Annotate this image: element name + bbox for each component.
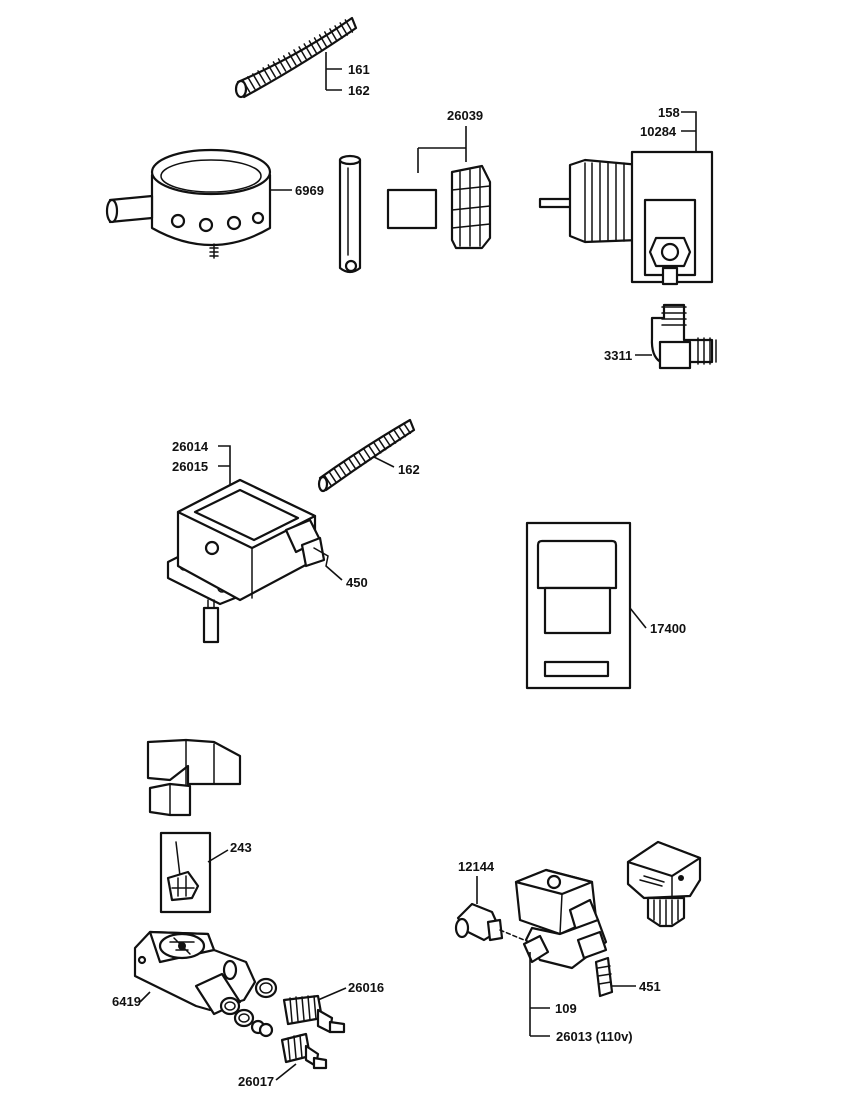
- valve-body-part-6419: [133, 930, 257, 1016]
- hose-coil-ridge: [272, 61, 282, 75]
- hose-coil-ridge: [338, 465, 347, 477]
- switch-box-part: [166, 478, 329, 644]
- ring-cup-part: [105, 148, 272, 259]
- hose-coil-ridge: [262, 67, 271, 81]
- solenoid-connector-part: [626, 840, 702, 928]
- leader-26016: [317, 987, 347, 1001]
- elbow-fitting-part: [650, 303, 717, 370]
- leader-26017: [275, 1063, 297, 1081]
- hose-coil-ridge: [343, 461, 352, 474]
- part-label-17400: 17400: [650, 621, 686, 636]
- hose-coil-ridge: [373, 442, 382, 454]
- part-label-26015: 26015: [172, 459, 208, 474]
- part-label-451: 451: [639, 979, 661, 994]
- hose-coil-ridge: [388, 432, 397, 444]
- hose-coil-ridge: [267, 64, 277, 78]
- part-label-161: 161: [348, 62, 370, 77]
- hose-coil-ridge: [383, 435, 392, 448]
- filter-block-part: [386, 188, 438, 230]
- hose-coil-ridge: [358, 452, 367, 464]
- terminal-part-243: [159, 831, 212, 914]
- hose-coil-ridge: [288, 52, 297, 66]
- o-ring-set: [219, 977, 278, 1038]
- hose-coil-ridge: [318, 34, 328, 48]
- hose-coil-ridge: [333, 468, 342, 480]
- leader-26014-26015: [218, 445, 231, 490]
- hose-coil-ridge: [324, 31, 333, 45]
- leader-6419: [139, 991, 151, 1003]
- part-label-26039: 26039: [447, 108, 483, 123]
- part-label-12144: 12144: [458, 859, 495, 874]
- hose-coil-ridge: [378, 438, 387, 451]
- hose-coil-ridge: [402, 422, 412, 435]
- part-label-26014: 26014: [172, 439, 209, 454]
- coil-cover-part: [146, 738, 242, 817]
- gasket-part: [450, 164, 492, 250]
- hose-coil-ridge: [398, 425, 407, 438]
- leader-17400: [629, 607, 647, 629]
- hose-coil-ridge: [313, 37, 323, 51]
- hose-coil-ridge: [368, 445, 377, 457]
- part-label-450: 450: [346, 575, 368, 590]
- part-label-6969: 6969: [295, 183, 324, 198]
- part-label-158: 158: [658, 105, 680, 120]
- leader-161-162: [325, 52, 342, 91]
- part-label-6419: 6419: [112, 994, 141, 1009]
- fitting-part-26016: [282, 994, 346, 1034]
- part-label-10284: 10284: [640, 124, 677, 139]
- leader-450: [325, 565, 343, 581]
- leader-162: [373, 456, 395, 468]
- leader-26039: [417, 126, 467, 173]
- hose-coil-ridge: [348, 458, 357, 471]
- hose-coil-ridge: [344, 19, 354, 33]
- hose-coil-ridge: [298, 46, 307, 60]
- hose-coil-ridge: [303, 43, 313, 57]
- slim-rod-part: [338, 154, 362, 274]
- panel-17400-part: [525, 521, 632, 690]
- solenoid-valve-part: [514, 868, 614, 998]
- hose-coil-ridge: [393, 429, 402, 441]
- hose-coil-ridge: [353, 455, 362, 467]
- part-label-3311: 3311: [604, 348, 632, 363]
- hose-coil-ridge: [339, 22, 349, 36]
- hose-coil-ridge: [282, 55, 292, 69]
- part-label-109: 109: [555, 1001, 577, 1016]
- hose-coil-ridge: [308, 40, 318, 54]
- hose-coil-ridge: [334, 25, 343, 39]
- hose-coil-ridge: [328, 471, 337, 484]
- solenoid-coil-part: [538, 150, 714, 286]
- hose-coil-ridge: [329, 28, 338, 42]
- elbow-fitting-part-12144: [454, 902, 525, 942]
- hose-coil-ridge: [277, 58, 287, 72]
- leader-243: [207, 849, 229, 863]
- hose-coil-ridge: [252, 73, 261, 87]
- part-label-26013: 26013 (110v): [556, 1029, 633, 1044]
- coiled-hose-part-2: [317, 418, 416, 493]
- part-label-243: 243: [230, 840, 252, 855]
- part-label-162: 162: [348, 83, 370, 98]
- part-label-26016: 26016: [348, 980, 384, 995]
- hose-coil-ridge: [363, 448, 372, 461]
- leader-158-10284: [681, 111, 697, 152]
- hose-coil-ridge: [257, 70, 266, 84]
- hose-coil-ridge: [246, 76, 256, 90]
- part-label-26017: 26017: [238, 1074, 274, 1089]
- leader-109-26013: [529, 952, 550, 1037]
- hose-coil-ridge: [293, 49, 302, 63]
- part-label-162-b: 162: [398, 462, 420, 477]
- fitting-part-26017: [280, 1032, 328, 1070]
- coiled-hose-part: [234, 16, 358, 99]
